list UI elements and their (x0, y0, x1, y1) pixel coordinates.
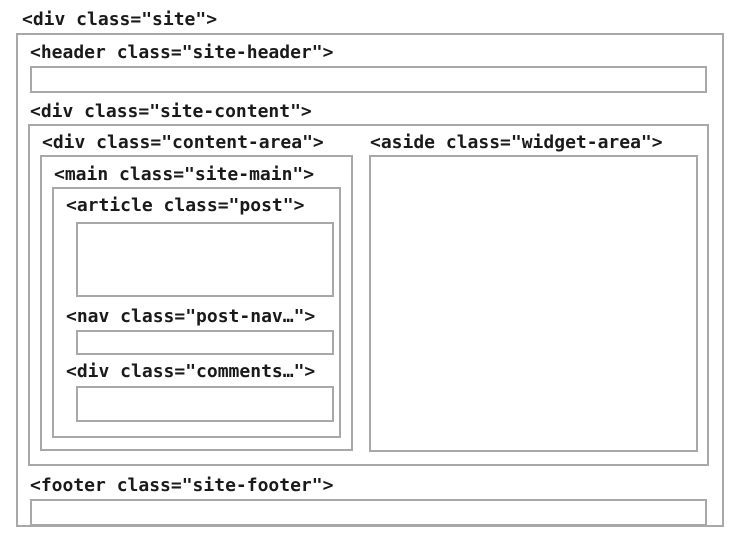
comments-label: <div class="comments…"> (66, 361, 316, 382)
site-container-box (16, 33, 724, 527)
site-header-box (30, 66, 707, 93)
post-nav-box (76, 330, 334, 355)
site-content-label: <div class="site-content"> (30, 101, 312, 122)
content-area-box (40, 155, 353, 451)
comments-box (76, 386, 334, 422)
site-main-box (52, 187, 341, 438)
site-footer-label: <footer class="site-footer"> (30, 475, 334, 496)
post-article-label: <article class="post"> (66, 195, 305, 216)
site-main-label: <main class="site-main"> (54, 164, 315, 185)
widget-area-label: <aside class="widget-area"> (370, 132, 663, 153)
site-footer-box (30, 499, 707, 526)
site-header-label: <header class="site-header"> (30, 42, 334, 63)
post-nav-label: <nav class="post-nav…"> (66, 306, 316, 327)
site-content-box (28, 124, 709, 466)
widget-area-box (369, 155, 698, 452)
site-root-label: <div class="site"> (22, 9, 218, 30)
content-area-label: <div class="content-area"> (42, 132, 324, 153)
post-article-box (76, 222, 334, 297)
